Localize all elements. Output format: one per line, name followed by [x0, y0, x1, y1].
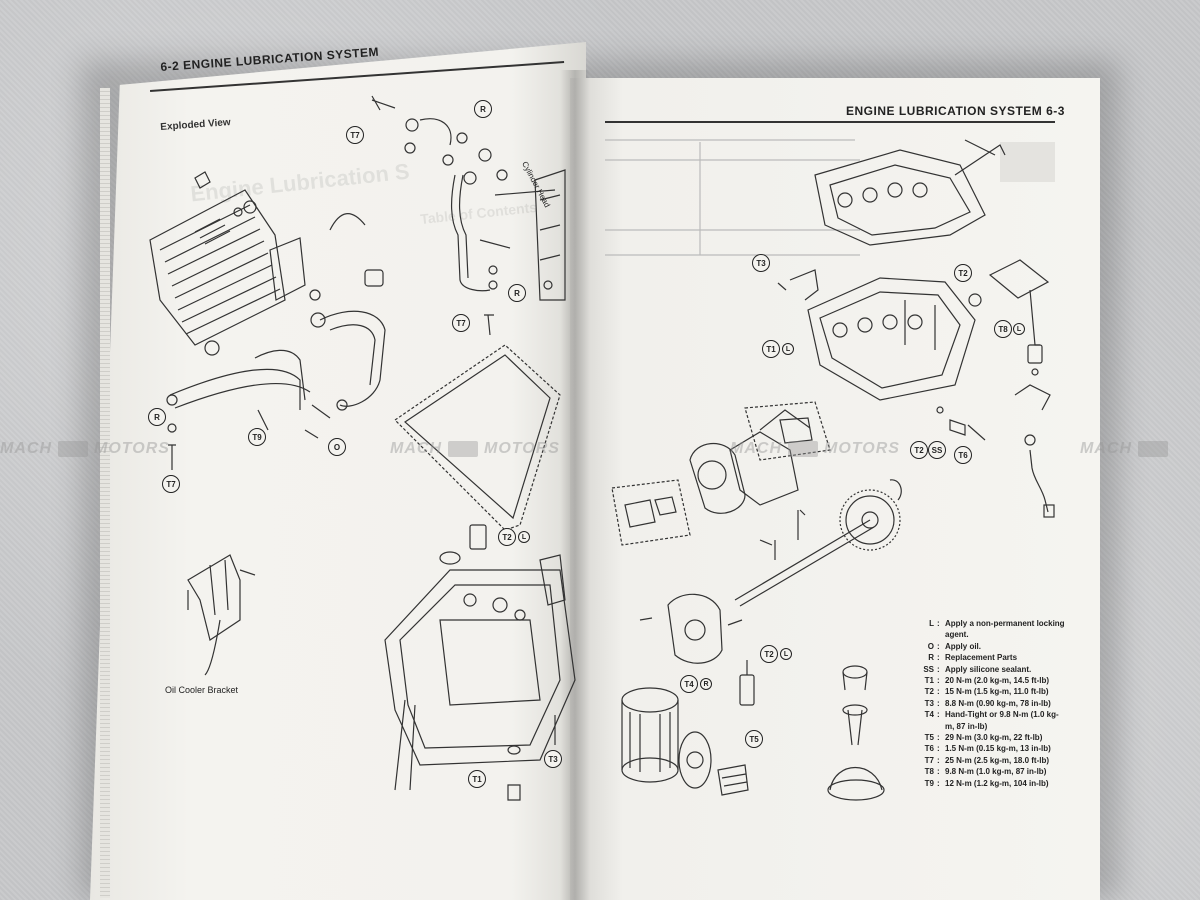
watermark-logo-icon	[788, 441, 818, 457]
callout: T7	[452, 314, 470, 332]
right-page	[570, 78, 1100, 900]
legend-row: T5:29 N-m (3.0 kg-m, 22 ft-lb)	[916, 732, 1066, 743]
watermark: MACH	[1080, 440, 1168, 458]
legend-value: 20 N-m (2.0 kg-m, 14.5 ft-lb)	[945, 676, 1050, 686]
callout: T2	[760, 645, 778, 663]
callout: T3	[752, 254, 770, 272]
legend-row: O:Apply oil.	[916, 641, 1066, 652]
callout: T5	[745, 730, 763, 748]
watermark-logo-icon	[1138, 441, 1168, 457]
legend-key: T3	[924, 698, 934, 708]
left-page	[90, 42, 586, 900]
page-stack-edge	[100, 88, 110, 898]
legend-row: T7:25 N-m (2.5 kg-m, 18.0 ft-lb)	[916, 755, 1066, 766]
legend-value: 1.5 N-m (0.15 kg-m, 13 in-lb)	[945, 744, 1051, 754]
callout: O	[328, 438, 346, 456]
lower-crankcase	[807, 277, 976, 401]
watermark-logo-icon	[448, 441, 478, 457]
callout: T1	[762, 340, 780, 358]
legend-key: O	[927, 641, 934, 651]
callout: T6	[954, 446, 972, 464]
torque-legend: L:Apply a non-permanent locking agent. O…	[916, 618, 1066, 789]
callout: T2	[910, 441, 928, 459]
legend-row: T3:8.8 N-m (0.90 kg-m, 78 in-lb)	[916, 698, 1066, 709]
legend-value: 8.8 N-m (0.90 kg-m, 78 in-lb)	[945, 698, 1051, 708]
legend-key: T6	[924, 744, 934, 754]
legend-value: 12 N-m (1.2 kg-m, 104 in-lb)	[945, 778, 1049, 788]
legend-key: T8	[924, 767, 934, 777]
legend-value: 9.8 N-m (1.0 kg-m, 87 in-lb)	[945, 767, 1047, 777]
callout: R	[148, 408, 166, 426]
legend-key: T7	[924, 755, 934, 765]
callout: T8	[994, 320, 1012, 338]
callout: R	[508, 284, 526, 302]
legend-value: 25 N-m (2.5 kg-m, 18.0 ft-lb)	[945, 755, 1050, 765]
callout: T9	[248, 428, 266, 446]
oil-cooler	[149, 189, 286, 346]
legend-key: T1	[924, 676, 934, 686]
callout: L	[782, 343, 794, 355]
legend-value: 29 N-m (3.0 kg-m, 22 ft-lb)	[945, 733, 1043, 743]
callout: SS	[928, 441, 946, 459]
watermark-logo-icon	[58, 441, 88, 457]
legend-key: T9	[924, 778, 934, 788]
legend-value: Apply silicone sealant.	[945, 664, 1032, 674]
oil-pan	[384, 569, 576, 766]
legend-key: L	[929, 619, 934, 628]
legend-row: T2:15 N-m (1.5 kg-m, 11.0 ft-lb)	[916, 686, 1066, 697]
callout: L	[518, 531, 530, 543]
callout: T2	[498, 528, 516, 546]
right-page-header: ENGINE LUBRICATION SYSTEM 6-3	[846, 104, 1065, 118]
callout: R	[700, 678, 712, 690]
legend-row: T1:20 N-m (2.0 kg-m, 14.5 ft-lb)	[916, 675, 1066, 686]
oil-cooler-bracket-caption: Oil Cooler Bracket	[165, 685, 239, 695]
legend-row: T4:Hand-Tight or 9.8 N-m (1.0 kg-m, 87 i…	[916, 709, 1066, 732]
legend-row: L:Apply a non-permanent locking agent.	[916, 618, 1066, 641]
callout: L	[1013, 323, 1025, 335]
legend-key: R	[928, 653, 934, 663]
legend-value: Hand-Tight or 9.8 N-m (1.0 kg-m, 87 in-l…	[945, 710, 1059, 731]
legend-value: Replacement Parts	[945, 653, 1018, 663]
callout: T4	[680, 675, 698, 693]
legend-row: T8:9.8 N-m (1.0 kg-m, 87 in-lb)	[916, 766, 1066, 777]
callout: T2	[954, 264, 972, 282]
callout: T3	[544, 750, 562, 768]
oil-cooler-bracket	[187, 554, 241, 641]
legend-key: SS	[923, 664, 934, 674]
callout: L	[780, 648, 792, 660]
callout: T1	[468, 770, 486, 788]
legend-row: T6:1.5 N-m (0.15 kg-m, 13 in-lb)	[916, 743, 1066, 754]
right-header-rule	[605, 121, 1055, 123]
legend-row: R:Replacement Parts	[916, 652, 1066, 663]
legend-row: T9:12 N-m (1.2 kg-m, 104 in-lb)	[916, 778, 1066, 789]
callout: T7	[346, 126, 364, 144]
upper-crankcase	[814, 149, 986, 246]
legend-value: Apply a non-permanent locking agent.	[945, 619, 1065, 640]
callout: T7	[162, 475, 180, 493]
legend-value: Apply oil.	[945, 641, 981, 651]
callout: R	[474, 100, 492, 118]
legend-key: T2	[924, 687, 934, 697]
legend-row: SS:Apply silicone sealant.	[916, 664, 1066, 675]
oil-pump	[689, 442, 746, 514]
legend-key: T5	[924, 733, 934, 743]
legend-key: T4	[924, 710, 934, 720]
legend-value: 15 N-m (1.5 kg-m, 11.0 ft-lb)	[945, 687, 1049, 697]
